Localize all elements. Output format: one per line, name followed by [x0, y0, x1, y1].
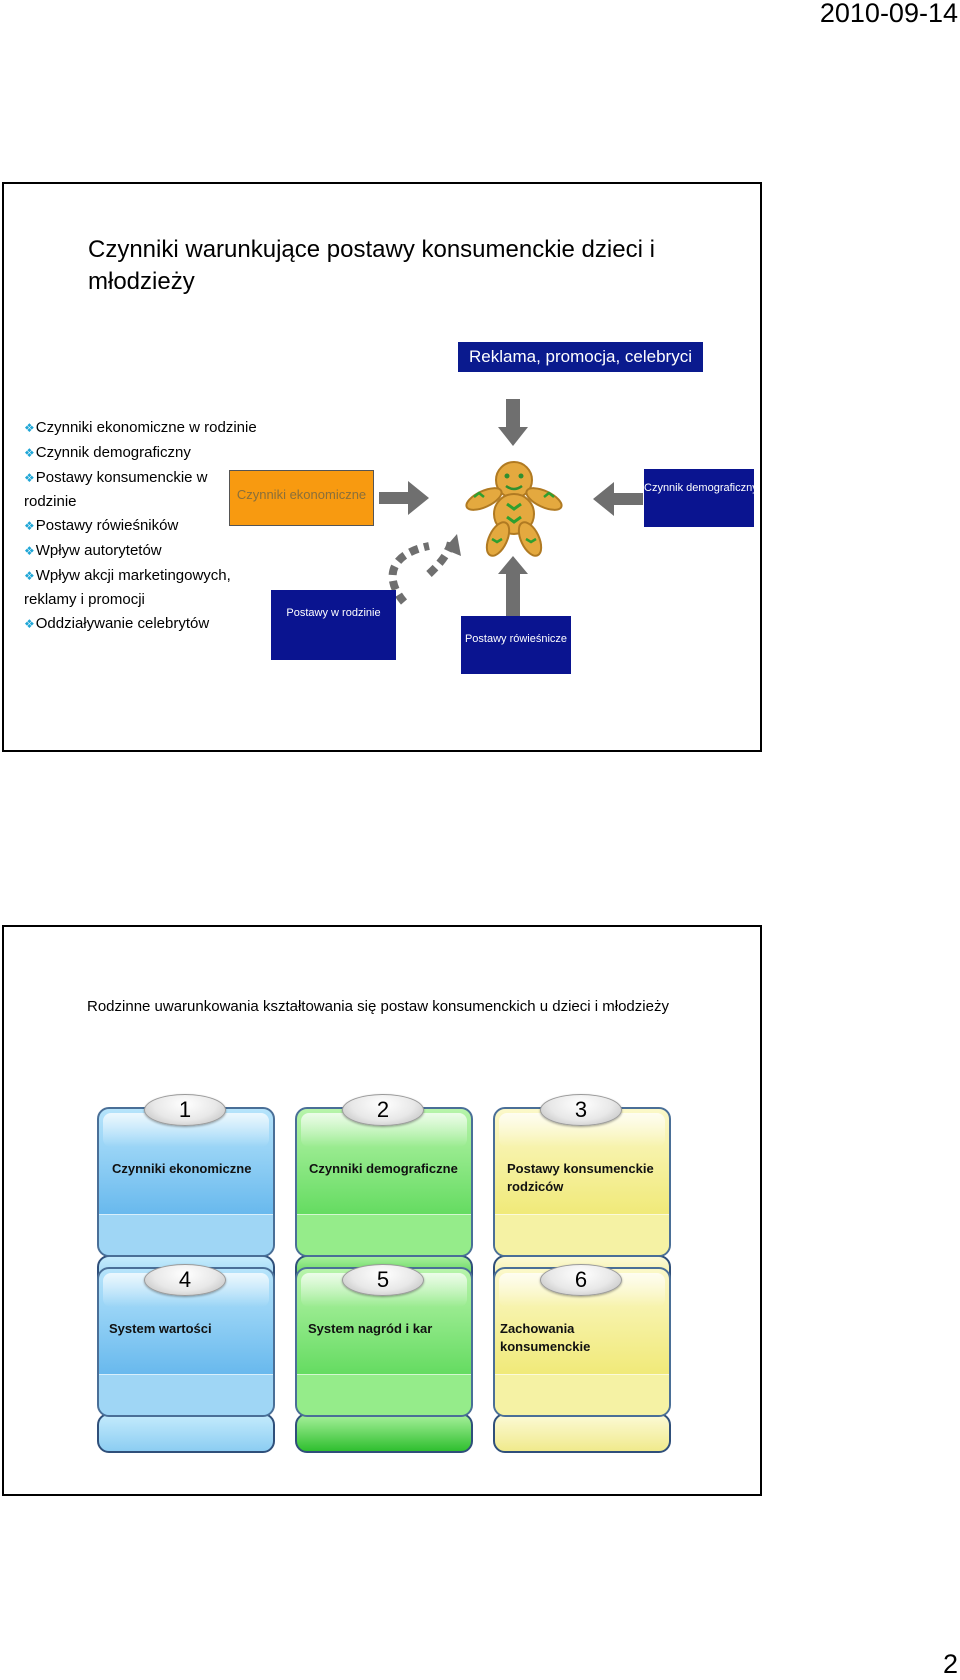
gingerbread-figure-icon — [465, 461, 563, 557]
slide-2-title: Rodzinne uwarunkowania kształtowania się… — [87, 998, 669, 1015]
diamond-bullet-icon: ❖ — [24, 471, 35, 485]
card-back-pill — [295, 1413, 473, 1453]
diamond-bullet-icon: ❖ — [24, 421, 35, 435]
card-4 — [97, 1267, 275, 1417]
diagram-arrows — [379, 399, 643, 616]
card-number-badge: 6 — [540, 1264, 622, 1296]
diamond-bullet-icon: ❖ — [24, 617, 35, 631]
card-2 — [295, 1107, 473, 1257]
box-family-attitudes: Postawy w rodzinie — [271, 590, 396, 660]
card-number-badge: 5 — [342, 1264, 424, 1296]
list-item: ❖Postawy rówieśników — [24, 517, 179, 534]
dashed-curved-arrow-icon — [388, 534, 461, 605]
list-item: ❖Czynniki ekonomiczne w rodzinie — [24, 419, 257, 436]
card-label: System wartości — [109, 1321, 212, 1336]
card-back-pill — [493, 1413, 671, 1453]
card-label: Czynniki ekonomiczne — [112, 1161, 252, 1176]
page-number: 2 — [942, 1649, 958, 1679]
card-label: Zachowania konsumenckie — [500, 1321, 591, 1354]
list-item: ❖Czynnik demograficzny — [24, 444, 191, 461]
card-1 — [97, 1107, 275, 1257]
card-number-badge: 4 — [144, 1264, 226, 1296]
card-number-badge: 1 — [144, 1094, 226, 1126]
box-peer-attitudes: Postawy rówieśnicze — [461, 616, 571, 674]
header-date: 2010-09-14 — [819, 0, 958, 28]
list-item: ❖Wpływ autorytetów — [24, 542, 162, 559]
arrow-up-icon — [498, 556, 528, 616]
list-item: ❖Wpływ akcji marketingowych, reklamy i p… — [24, 567, 231, 608]
card-back-pill — [97, 1413, 275, 1453]
slide-2: Rodzinne uwarunkowania kształtowania się… — [2, 925, 762, 1496]
arrow-right-icon — [379, 481, 429, 515]
arrow-left-icon — [593, 482, 643, 516]
card-number-badge: 2 — [342, 1094, 424, 1126]
diamond-bullet-icon: ❖ — [24, 446, 35, 460]
list-item: ❖Oddziaływanie celebrytów — [24, 615, 210, 632]
arrow-down-icon — [498, 399, 528, 446]
diamond-bullet-icon: ❖ — [24, 544, 35, 558]
list-item: ❖Postawy konsumenckie w rodzinie — [24, 469, 208, 510]
card-label: Postawy konsumenckie rodziców — [507, 1161, 654, 1194]
diamond-bullet-icon: ❖ — [24, 519, 35, 533]
card-number-badge: 3 — [540, 1094, 622, 1126]
diamond-bullet-icon: ❖ — [24, 569, 35, 583]
box-demographic-factor: Czynnik demograficzny — [644, 469, 754, 527]
card-label: System nagród i kar — [308, 1321, 433, 1336]
banner-advertising: Reklama, promocja, celebryci — [458, 342, 703, 372]
box-economic-factors: Czynniki ekonomiczne — [229, 470, 374, 526]
factor-bullet-list: ❖Czynniki ekonomiczne w rodzinie ❖Czynni… — [24, 416, 264, 637]
slide-1: Czynniki warunkujące postawy konsumencki… — [2, 182, 762, 752]
card-label: Czynniki demograficzne — [309, 1161, 458, 1176]
slide-1-title: Czynniki warunkujące postawy konsumencki… — [88, 236, 655, 295]
